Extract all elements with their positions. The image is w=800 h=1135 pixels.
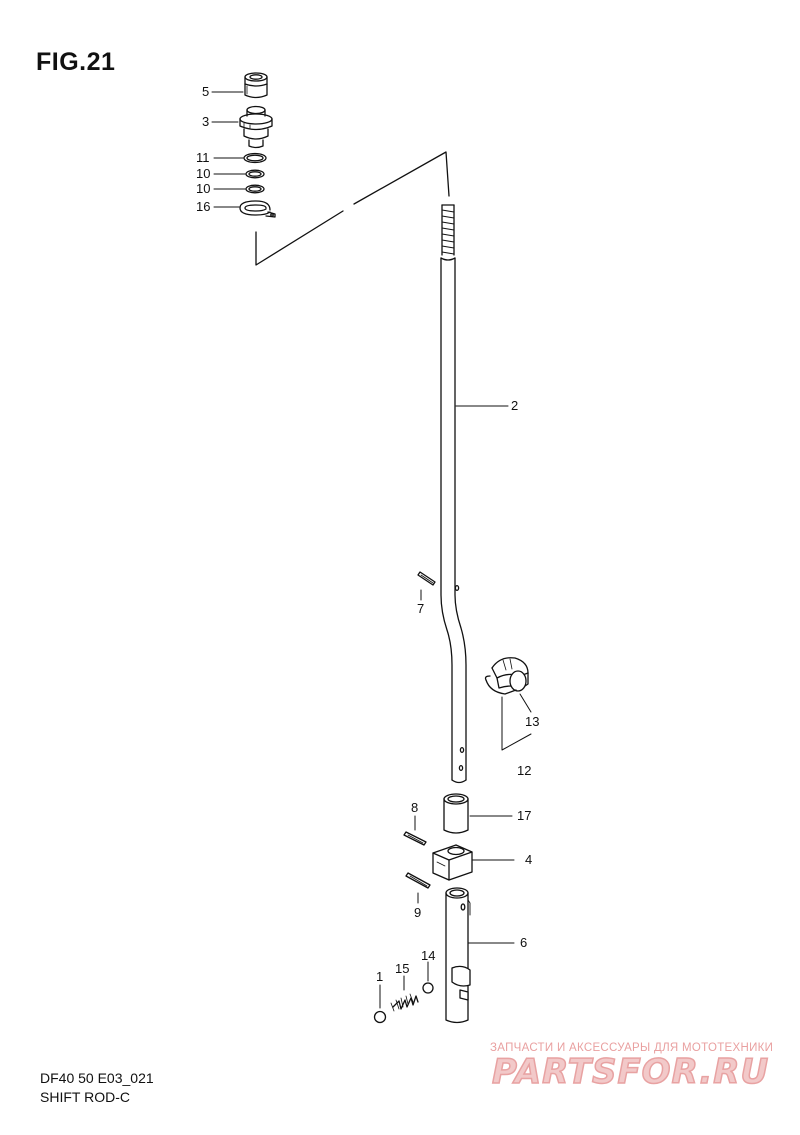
callout-13: 13 <box>525 714 540 729</box>
part-2-shift-rod <box>440 204 467 784</box>
part-11-o-ring <box>243 152 267 164</box>
callout-leader-lines <box>211 91 532 1009</box>
section-name: SHIFT ROD-C <box>40 1089 130 1105</box>
callout-10-upper: 10 <box>196 166 211 181</box>
figure-title: FIG.21 <box>36 48 116 76</box>
callout-7: 7 <box>417 601 425 616</box>
part-10-o-ring-lower <box>245 184 265 194</box>
callout-9: 9 <box>414 905 422 920</box>
part-17-bushing <box>443 793 469 834</box>
callout-4: 4 <box>525 852 533 867</box>
part-14-ball <box>422 982 434 994</box>
callout-8: 8 <box>411 800 419 815</box>
callout-2: 2 <box>511 398 519 413</box>
part-8-pin <box>403 831 427 846</box>
callout-6: 6 <box>520 935 528 950</box>
part-10-o-ring-upper <box>245 169 265 179</box>
part-16-circlip <box>239 200 276 218</box>
part-4-coupler <box>432 844 473 881</box>
model-code: DF40 50 E03_021 <box>40 1070 154 1086</box>
part-7-pin <box>417 571 436 586</box>
callout-17: 17 <box>517 808 532 823</box>
part-6-lower-shift-rod <box>445 887 471 1024</box>
callout-15: 15 <box>395 961 410 976</box>
part-1-ball <box>373 1010 387 1024</box>
callout-5: 5 <box>202 84 210 99</box>
callout-3: 3 <box>202 114 210 129</box>
part-15-spring <box>390 993 419 1012</box>
part-12-13-clip <box>484 657 529 695</box>
callout-11: 11 <box>196 150 210 165</box>
part-5-bushing-cap <box>244 72 268 99</box>
watermark-logo: PARTSFOR.RU <box>491 1051 770 1093</box>
assembly-reference-line <box>255 151 450 266</box>
callout-14: 14 <box>421 948 436 963</box>
callout-10-lower: 10 <box>196 181 211 196</box>
part-9-pin <box>405 872 431 889</box>
callout-16: 16 <box>196 199 211 214</box>
callout-12: 12 <box>517 763 532 778</box>
part-3-shift-rod-guide <box>239 105 273 149</box>
watermark-tagline: ЗАПЧАСТИ И АКСЕССУАРЫ ДЛЯ МОТОТЕХНИКИ <box>490 1042 774 1054</box>
callout-1: 1 <box>376 969 384 984</box>
